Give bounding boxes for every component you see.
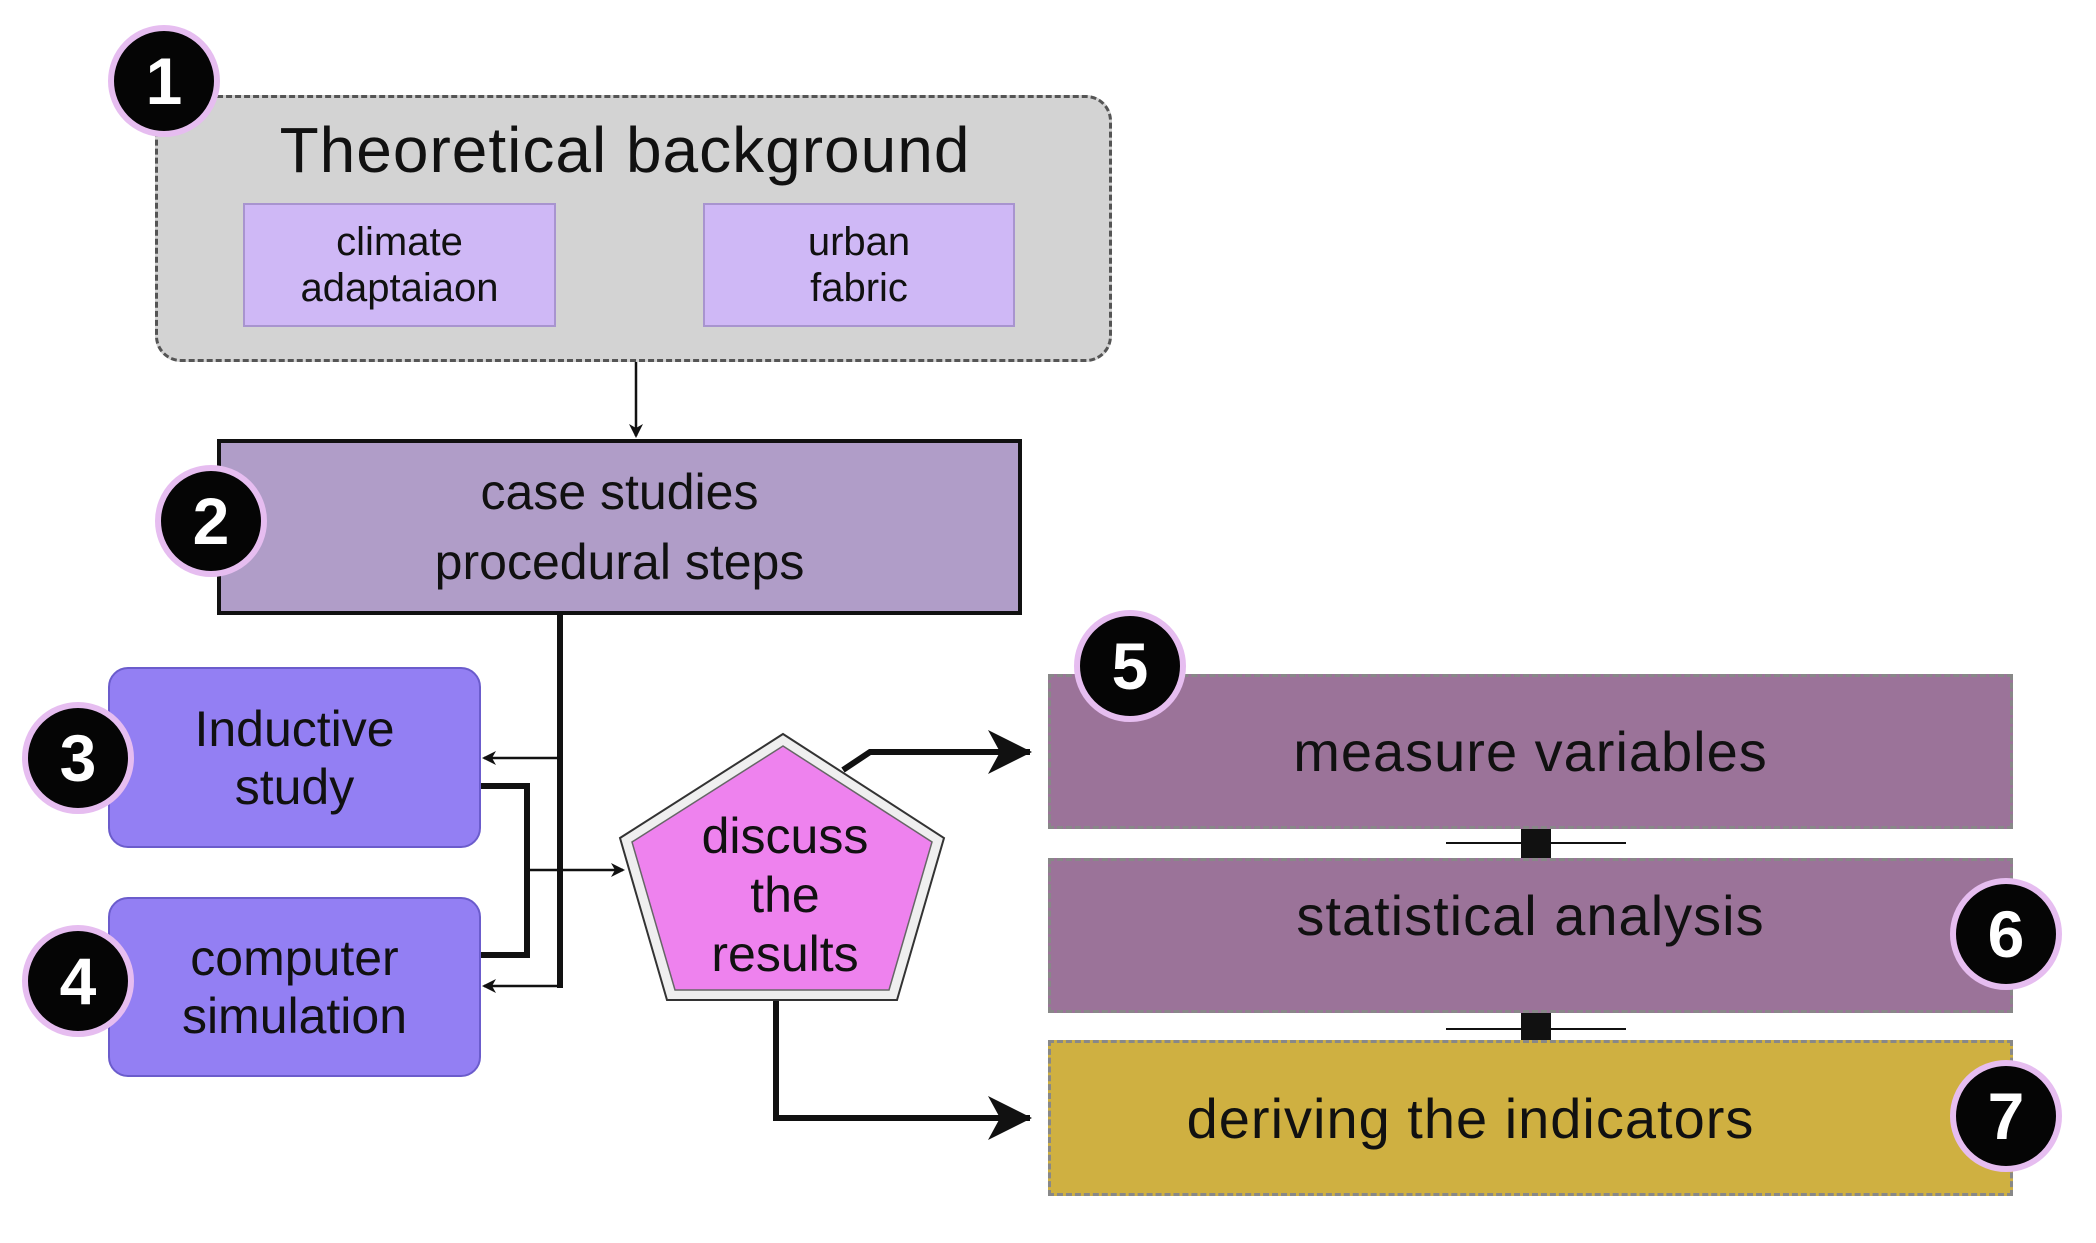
measure-to-stats-connector (1521, 829, 1551, 858)
discuss-results-label: discuss the results (640, 795, 930, 995)
computer-line-1: computer (190, 930, 399, 986)
case-line-1: case studies (480, 464, 759, 520)
inductive-line-2: study (234, 758, 355, 815)
climate-line-2: adaptaiaon (300, 266, 499, 310)
inductive-computer-merge (481, 783, 530, 958)
inductive-study-box: Inductive study (108, 667, 481, 848)
discuss-line-2: the (750, 866, 820, 923)
urban-line-2: fabric (810, 266, 908, 310)
step-2-badge: 2 (155, 465, 267, 577)
deriving-indicators-box: deriving the indicators (1048, 1040, 2013, 1196)
step-4-badge: 4 (22, 925, 134, 1037)
urban-line-1: urban (807, 220, 911, 264)
step-1-badge: 1 (108, 25, 220, 137)
step-5-badge: 5 (1074, 610, 1186, 722)
step-3-badge: 3 (22, 702, 134, 814)
discuss-line-3: results (711, 925, 859, 982)
statistical-analysis-label: statistical analysis (1296, 884, 1765, 947)
case-studies-box: case studies procedural steps (217, 439, 1022, 615)
statistical-analysis-box: statistical analysis (1048, 858, 2013, 1013)
climate-line-1: climate (336, 220, 463, 264)
deriving-indicators-label: deriving the indicators (1186, 1086, 1755, 1150)
measure-variables-label: measure variables (1293, 720, 1768, 783)
step-7-badge: 7 (1950, 1060, 2062, 1172)
urban-fabric-box: urban fabric (703, 203, 1015, 327)
computer-simulation-box: computer simulation (108, 897, 481, 1077)
stats-to-derive-connector (1521, 1013, 1551, 1040)
inductive-line-1: Inductive (194, 700, 395, 757)
theory-title: Theoretical background (279, 114, 971, 186)
case-line-2: procedural steps (434, 534, 805, 590)
discuss-to-derive-arrow (773, 995, 1032, 1140)
step-6-badge: 6 (1950, 878, 2062, 990)
discuss-line-1: discuss (701, 807, 869, 864)
climate-adaptation-box: climate adaptaiaon (243, 203, 556, 327)
measure-variables-box: measure variables (1048, 674, 2013, 829)
discuss-to-measure-arrow (841, 730, 1032, 774)
computer-line-2: simulation (181, 988, 408, 1044)
